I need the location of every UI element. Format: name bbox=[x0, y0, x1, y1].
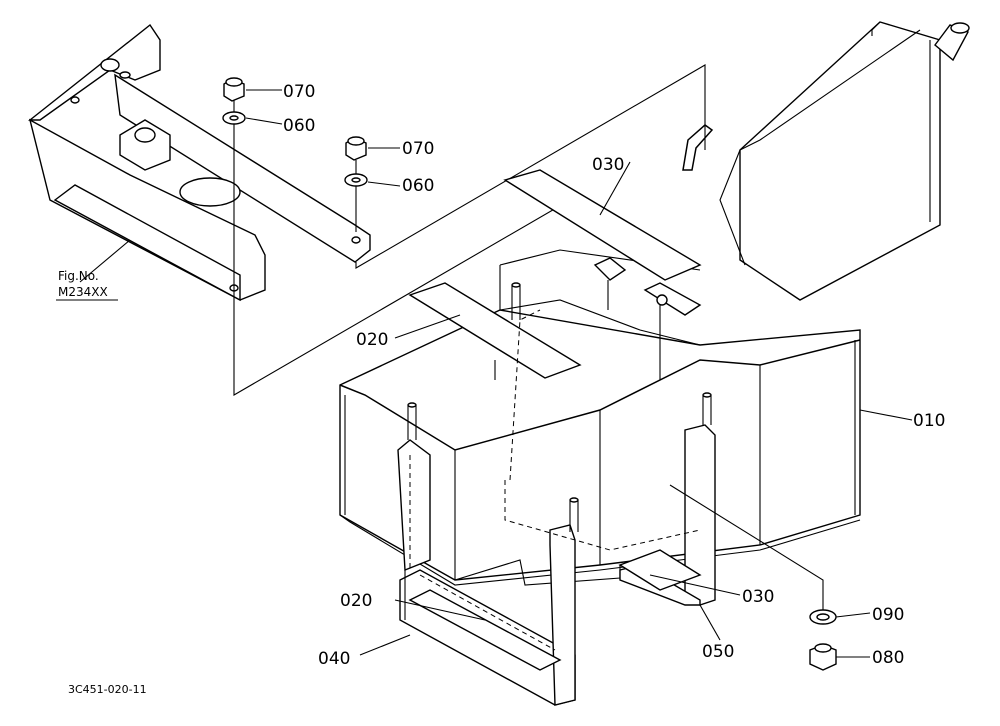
figure-ref-line2: M234XX bbox=[58, 285, 108, 299]
drain-leader bbox=[669, 484, 824, 610]
fuel-tank-body bbox=[339, 249, 861, 586]
label-040: 040 bbox=[318, 649, 350, 669]
nut-070-left bbox=[223, 77, 245, 102]
label-020-bottom: 020 bbox=[340, 591, 372, 611]
assembly-leader-lines bbox=[233, 64, 706, 396]
label-050: 050 bbox=[702, 642, 734, 662]
label-030-bottom: 030 bbox=[742, 587, 774, 607]
label-090: 090 bbox=[872, 605, 904, 625]
label-080: 080 bbox=[872, 648, 904, 668]
figure-ref-line1: Fig.No. bbox=[58, 269, 99, 283]
nut-070-right bbox=[345, 136, 367, 161]
label-070-a: 070 bbox=[283, 82, 315, 102]
label-010: 010 bbox=[913, 411, 945, 431]
pad-030-bottom bbox=[618, 549, 702, 591]
pad-030-top bbox=[503, 169, 702, 316]
pad-020-bottom bbox=[408, 589, 562, 671]
label-070-b: 070 bbox=[402, 139, 434, 159]
label-020-top: 020 bbox=[356, 330, 388, 350]
washer-090 bbox=[809, 609, 837, 625]
label-060-a: 060 bbox=[283, 116, 315, 136]
washer-060-left bbox=[222, 111, 246, 125]
drawing-code: 3C451-020-11 bbox=[68, 683, 147, 696]
part-leaders bbox=[79, 89, 913, 658]
drain-plug-080 bbox=[809, 643, 837, 671]
radiator-tank bbox=[682, 21, 970, 301]
washer-060-right bbox=[344, 173, 368, 187]
label-060-b: 060 bbox=[402, 176, 434, 196]
label-030-top: 030 bbox=[592, 155, 624, 175]
mounting-bracket bbox=[27, 23, 371, 302]
pad-020-top bbox=[408, 282, 582, 380]
